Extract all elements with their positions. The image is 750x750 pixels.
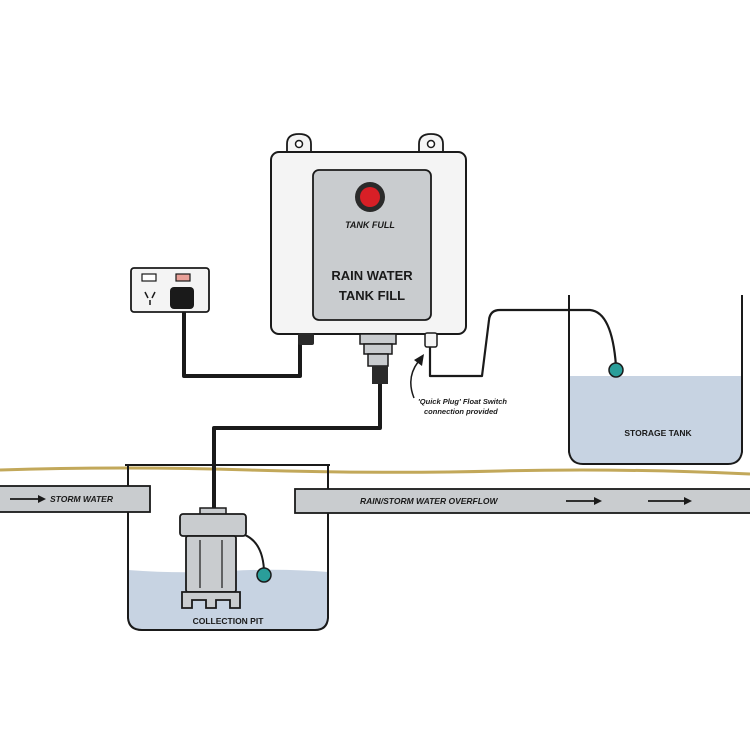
collection-pit-label: COLLECTION PIT (193, 616, 265, 626)
pit-float-switch (256, 567, 272, 583)
control-box-faceplate (312, 169, 432, 321)
storage-tank-label: STORAGE TANK (624, 428, 692, 438)
storage-tank-outline (568, 295, 743, 465)
power-outlet (130, 267, 210, 313)
mount-tab-left (286, 133, 312, 157)
float-switch-connector (424, 332, 438, 348)
inlet-pipe-label: STORM WATER (50, 494, 114, 504)
storage-tank-float-switch (608, 362, 624, 378)
overflow-pipe: RAIN/STORM WATER OVERFLOW (294, 488, 750, 514)
storage-tank-water (569, 376, 742, 464)
tank-full-indicator-label: TANK FULL (345, 220, 395, 230)
collection-pit-outline (127, 465, 329, 631)
storage-float-cable (428, 308, 618, 378)
float-switch-note-arrow (410, 361, 419, 399)
pump-head (179, 513, 247, 537)
float-switch-note-arrowhead (414, 354, 424, 366)
control-box-title-line2: TANK FILL (339, 288, 405, 303)
control-box: TANK FULL RAIN WATER TANK FILL (270, 133, 467, 348)
outlet-socket-left (144, 291, 156, 305)
float-switch-note: 'Quick Plug' Float Switch connection pro… (410, 354, 507, 416)
overflow-pipe-label: RAIN/STORM WATER OVERFLOW (360, 496, 499, 506)
outlet-switch-left (141, 273, 157, 282)
storage-tank: STORAGE TANK (568, 295, 743, 465)
pump-body (185, 535, 237, 593)
pump-hose (212, 383, 382, 512)
pump-hose-connector (359, 333, 397, 384)
submersible-pump (179, 507, 247, 609)
control-box-title-line1: RAIN WATER (331, 268, 413, 283)
outlet-switch-right (175, 273, 191, 282)
power-cable-gland (298, 333, 314, 345)
overflow-flow-arrowhead-2 (684, 497, 692, 505)
pump-base (181, 591, 241, 609)
float-switch-note-line1: 'Quick Plug' Float Switch (418, 397, 507, 406)
tank-full-indicator-light (360, 187, 380, 207)
plug-in-socket (170, 287, 194, 309)
storm-water-inlet-pipe: STORM WATER (0, 485, 151, 513)
mount-tab-right (418, 133, 444, 157)
inlet-flow-arrowhead (38, 495, 46, 503)
overflow-flow-arrowhead-1 (594, 497, 602, 505)
float-switch-note-line2: connection provided (424, 407, 498, 416)
ground-line (0, 466, 750, 476)
